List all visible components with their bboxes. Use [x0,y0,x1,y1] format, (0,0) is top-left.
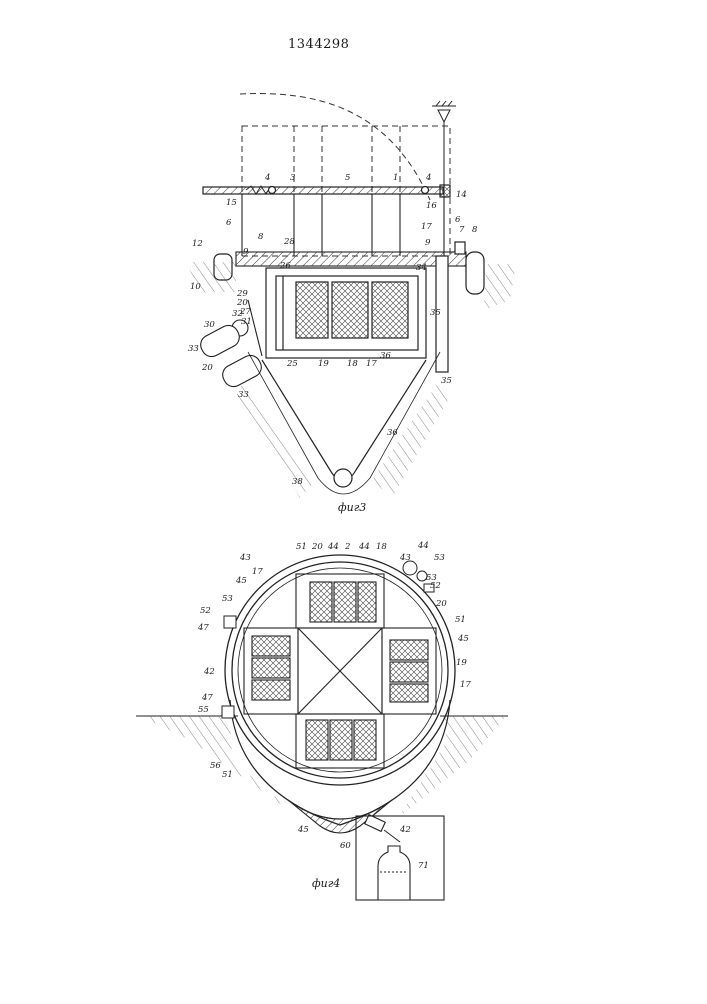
callout-number: 47 [201,693,213,703]
callout-number: 20 [311,542,323,552]
callout-number: 4 [264,173,270,183]
callout-number: 34 [416,263,427,273]
callout-number: 17 [252,567,263,577]
callout-number: 17 [421,222,432,232]
callout-number: 43 [399,553,411,563]
callout-number: 8 [258,232,264,242]
callout-number: 71 [418,861,429,871]
fig4-basket-right [382,628,436,714]
callout-number: 51 [222,770,233,780]
fig4-basket-left [244,628,298,714]
callout-number: 31 [241,317,252,327]
callout-number: 4 [425,173,431,183]
callout-number: 38 [292,477,303,487]
fig4-basket-bottom [296,714,384,768]
callout-number: 20 [435,599,447,609]
callout-number: 9 [243,247,249,257]
callout-number: 8 [472,225,478,235]
callout-number: 16 [426,201,437,211]
callout-number: 36 [380,351,391,361]
callout-number: 17 [366,359,377,369]
callout-number: 9 [425,238,431,248]
callout-number: 47 [197,623,209,633]
callout-number: 7 [459,225,465,235]
fig3-drive-motors [197,300,265,390]
patent-number: 1344298 [288,37,349,52]
callout-number: 3 [290,173,295,183]
callout-number: 1 [393,173,398,183]
callout-number: 53 [434,553,445,563]
callout-number: 19 [456,658,467,668]
fig3-basket [266,268,426,358]
callout-number: 20 [201,363,213,373]
callout-number: 6 [455,215,461,225]
callout-number: 2 [344,542,350,552]
callout-number: 15 [226,198,237,208]
callout-number: 26 [279,261,291,271]
callout-number: 17 [460,680,471,690]
callout-number: 33 [238,390,249,400]
fig4-sump [288,800,400,842]
callout-number: 36 [387,428,398,438]
callout-number: 14 [456,190,467,200]
callout-number: 53 [426,573,437,583]
callout-number: 51 [296,542,307,552]
fig4-basket-top [296,574,384,628]
callout-number: 28 [283,237,295,247]
callout-number: 19 [318,359,329,369]
callout-number: 18 [347,359,358,369]
callout-number: 10 [190,282,201,292]
callout-number: 25 [286,359,298,369]
callout-number: 51 [455,615,466,625]
callout-number: 33 [188,344,199,354]
callout-number: 55 [198,705,209,715]
fig3-pit [236,352,448,498]
callout-number: 52 [200,606,211,616]
callout-number: 35 [441,376,452,386]
callout-number: 60 [340,841,351,851]
callout-number: 5 [345,173,350,183]
callout-number: 45 [297,825,309,835]
fig4-caption: фиг4 [312,877,340,890]
callout-number: 42 [399,825,411,835]
callout-number: 30 [204,320,215,330]
fig3-top-beam [203,185,450,197]
callout-number: 56 [210,761,221,771]
callout-number: 6 [226,218,232,228]
fig3-caption: фиг3 [338,501,366,514]
fig4-center-cross [298,628,382,714]
figure-3: 4 3 5 1 4 15 14 16 6 6 7 8 17 12 8 28 9 … [186,94,516,514]
callout-number: 53 [222,594,233,604]
callout-number: 12 [192,239,203,249]
callout-number: 44 [327,542,339,552]
figure-4: 51 20 44 2 44 18 44 43 53 52 53 43 17 45… [136,541,508,900]
callout-number: 44 [417,541,429,551]
callout-number: 35 [430,308,441,318]
callout-number: 44 [358,542,370,552]
callout-number: 43 [239,553,251,563]
callout-number: 18 [376,542,387,552]
callout-number: 45 [235,576,247,586]
callout-number: 45 [457,634,469,644]
callout-number: 42 [203,667,215,677]
